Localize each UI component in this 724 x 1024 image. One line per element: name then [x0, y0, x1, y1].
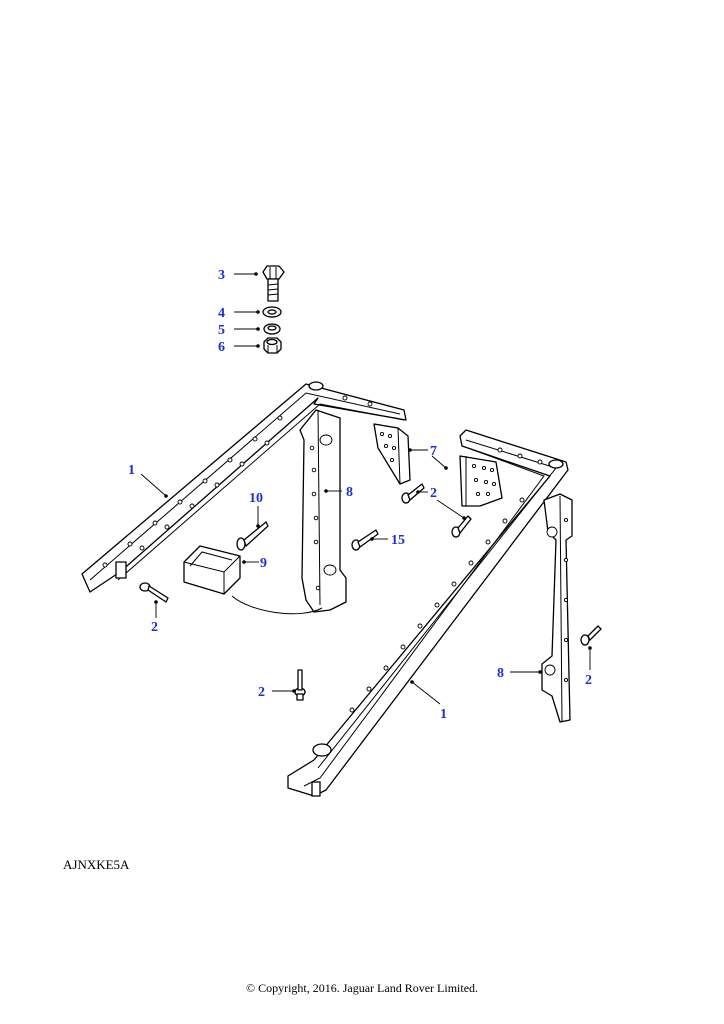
flat-washer-part[interactable] — [262, 306, 282, 318]
left-vertical-bracket-part[interactable] — [299, 409, 347, 613]
rivet-part-2b[interactable] — [451, 515, 472, 538]
callout-6: 6 — [218, 340, 225, 355]
callout-1-left-rail: 1 — [128, 463, 135, 478]
callout-2-left: 2 — [151, 620, 158, 635]
callout-4: 4 — [218, 306, 225, 321]
callout-9: 9 — [260, 556, 267, 571]
callout-5: 5 — [218, 323, 225, 338]
large-angle-bracket-part[interactable] — [459, 455, 503, 507]
illustration-code: AJNXKE5A — [63, 857, 130, 872]
rivet-part-2a[interactable] — [401, 483, 425, 504]
nut-part[interactable] — [263, 337, 282, 354]
leader-lines — [140, 272, 592, 705]
callout-2-upper: 2 — [430, 486, 437, 501]
callout-15: 15 — [391, 533, 405, 548]
right-side-rail-part[interactable] — [287, 429, 569, 797]
small-angle-bracket-part[interactable] — [373, 423, 411, 485]
left-side-rail-part[interactable] — [81, 381, 407, 593]
right-rail-holes — [349, 447, 543, 713]
callout-8-left-bracket: 8 — [346, 485, 353, 500]
rivet-part-2e[interactable] — [580, 625, 602, 646]
callout-7: 7 — [430, 444, 437, 459]
callout-3: 3 — [218, 268, 225, 283]
copyright-notice: © Copyright, 2016. Jaguar Land Rover Lim… — [245, 981, 479, 995]
bolt-part[interactable] — [262, 265, 285, 302]
spring-washer-part[interactable] — [263, 323, 281, 335]
rivet-part-2d[interactable] — [294, 669, 306, 701]
rivet-part-10[interactable] — [236, 521, 269, 551]
callout-1-right-rail: 1 — [440, 707, 447, 722]
box-bracket-part[interactable] — [183, 545, 323, 615]
rivet-part-2c[interactable] — [139, 582, 169, 603]
right-vertical-bracket-part[interactable] — [541, 493, 573, 723]
callout-2-center: 2 — [258, 685, 265, 700]
callout-10: 10 — [249, 491, 263, 506]
left-rail-holes — [102, 395, 373, 568]
rivet-part-15[interactable] — [351, 529, 379, 551]
callout-2-right: 2 — [585, 673, 592, 688]
callout-8-right-bracket: 8 — [497, 666, 504, 681]
